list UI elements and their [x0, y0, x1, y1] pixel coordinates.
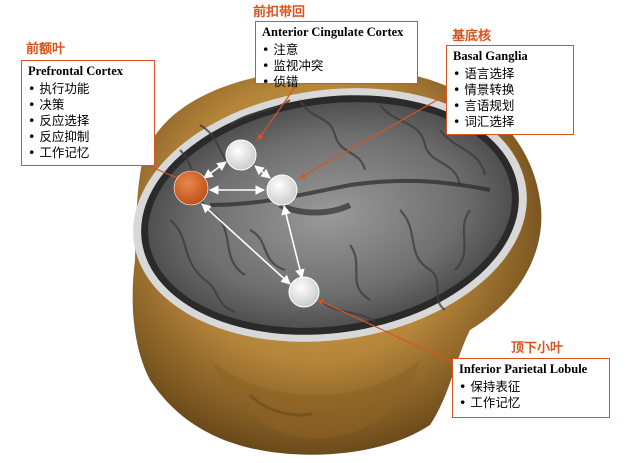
watermark-text: 今日语言学	[548, 432, 614, 447]
acc-node	[225, 139, 257, 171]
watermark: 今日语言学	[526, 428, 613, 447]
ipl-node	[288, 276, 320, 308]
list-item: 反应抑制	[28, 129, 148, 145]
list-item: 反应选择	[28, 113, 148, 129]
list-item: 工作记忆	[459, 395, 603, 411]
list-item: 言语规划	[453, 98, 567, 114]
list-item: 保持表征	[459, 379, 603, 395]
pfc-box: Prefrontal Cortex 执行功能 决策 反应选择 反应抑制 工作记忆	[21, 60, 155, 166]
list-item: 词汇选择	[453, 114, 567, 130]
list-item: 工作记忆	[28, 145, 148, 161]
acc-box: Anterior Cingulate Cortex 注意 监视冲突 侦错	[255, 21, 418, 89]
connections	[201, 161, 305, 285]
list-item: 情景转换	[453, 82, 567, 98]
acc-cn-label: 前扣带回	[253, 5, 306, 20]
pfc-node	[173, 170, 209, 206]
bg-box: Basal Ganglia 语言选择 情景转换 言语规划 词汇选择	[446, 45, 574, 135]
pfc-box-title: Prefrontal Cortex	[28, 64, 123, 78]
acc-box-title: Anterior Cingulate Cortex	[262, 25, 404, 39]
list-item: 注意	[262, 42, 411, 58]
list-item: 监视冲突	[262, 58, 411, 74]
ipl-box-title: Inferior Parietal Lobule	[459, 362, 588, 376]
bg-box-title: Basal Ganglia	[453, 49, 528, 63]
ipl-cn-label: 顶下小叶	[511, 341, 564, 356]
bg-node	[266, 174, 298, 206]
pfc-function-list: 执行功能 决策 反应选择 反应抑制 工作记忆	[28, 81, 148, 161]
pfc-cn-label: 前额叶	[26, 42, 66, 57]
bg-cn-label: 基底核	[452, 29, 492, 44]
list-item: 侦错	[262, 74, 411, 90]
ipl-function-list: 保持表征 工作记忆	[459, 379, 603, 411]
ipl-box: Inferior Parietal Lobule 保持表征 工作记忆	[452, 358, 610, 418]
list-item: 语言选择	[453, 66, 567, 82]
list-item: 决策	[28, 97, 148, 113]
list-item: 执行功能	[28, 81, 148, 97]
wechat-icon	[526, 430, 544, 444]
bg-function-list: 语言选择 情景转换 言语规划 词汇选择	[453, 66, 567, 130]
acc-function-list: 注意 监视冲突 侦错	[262, 42, 411, 90]
